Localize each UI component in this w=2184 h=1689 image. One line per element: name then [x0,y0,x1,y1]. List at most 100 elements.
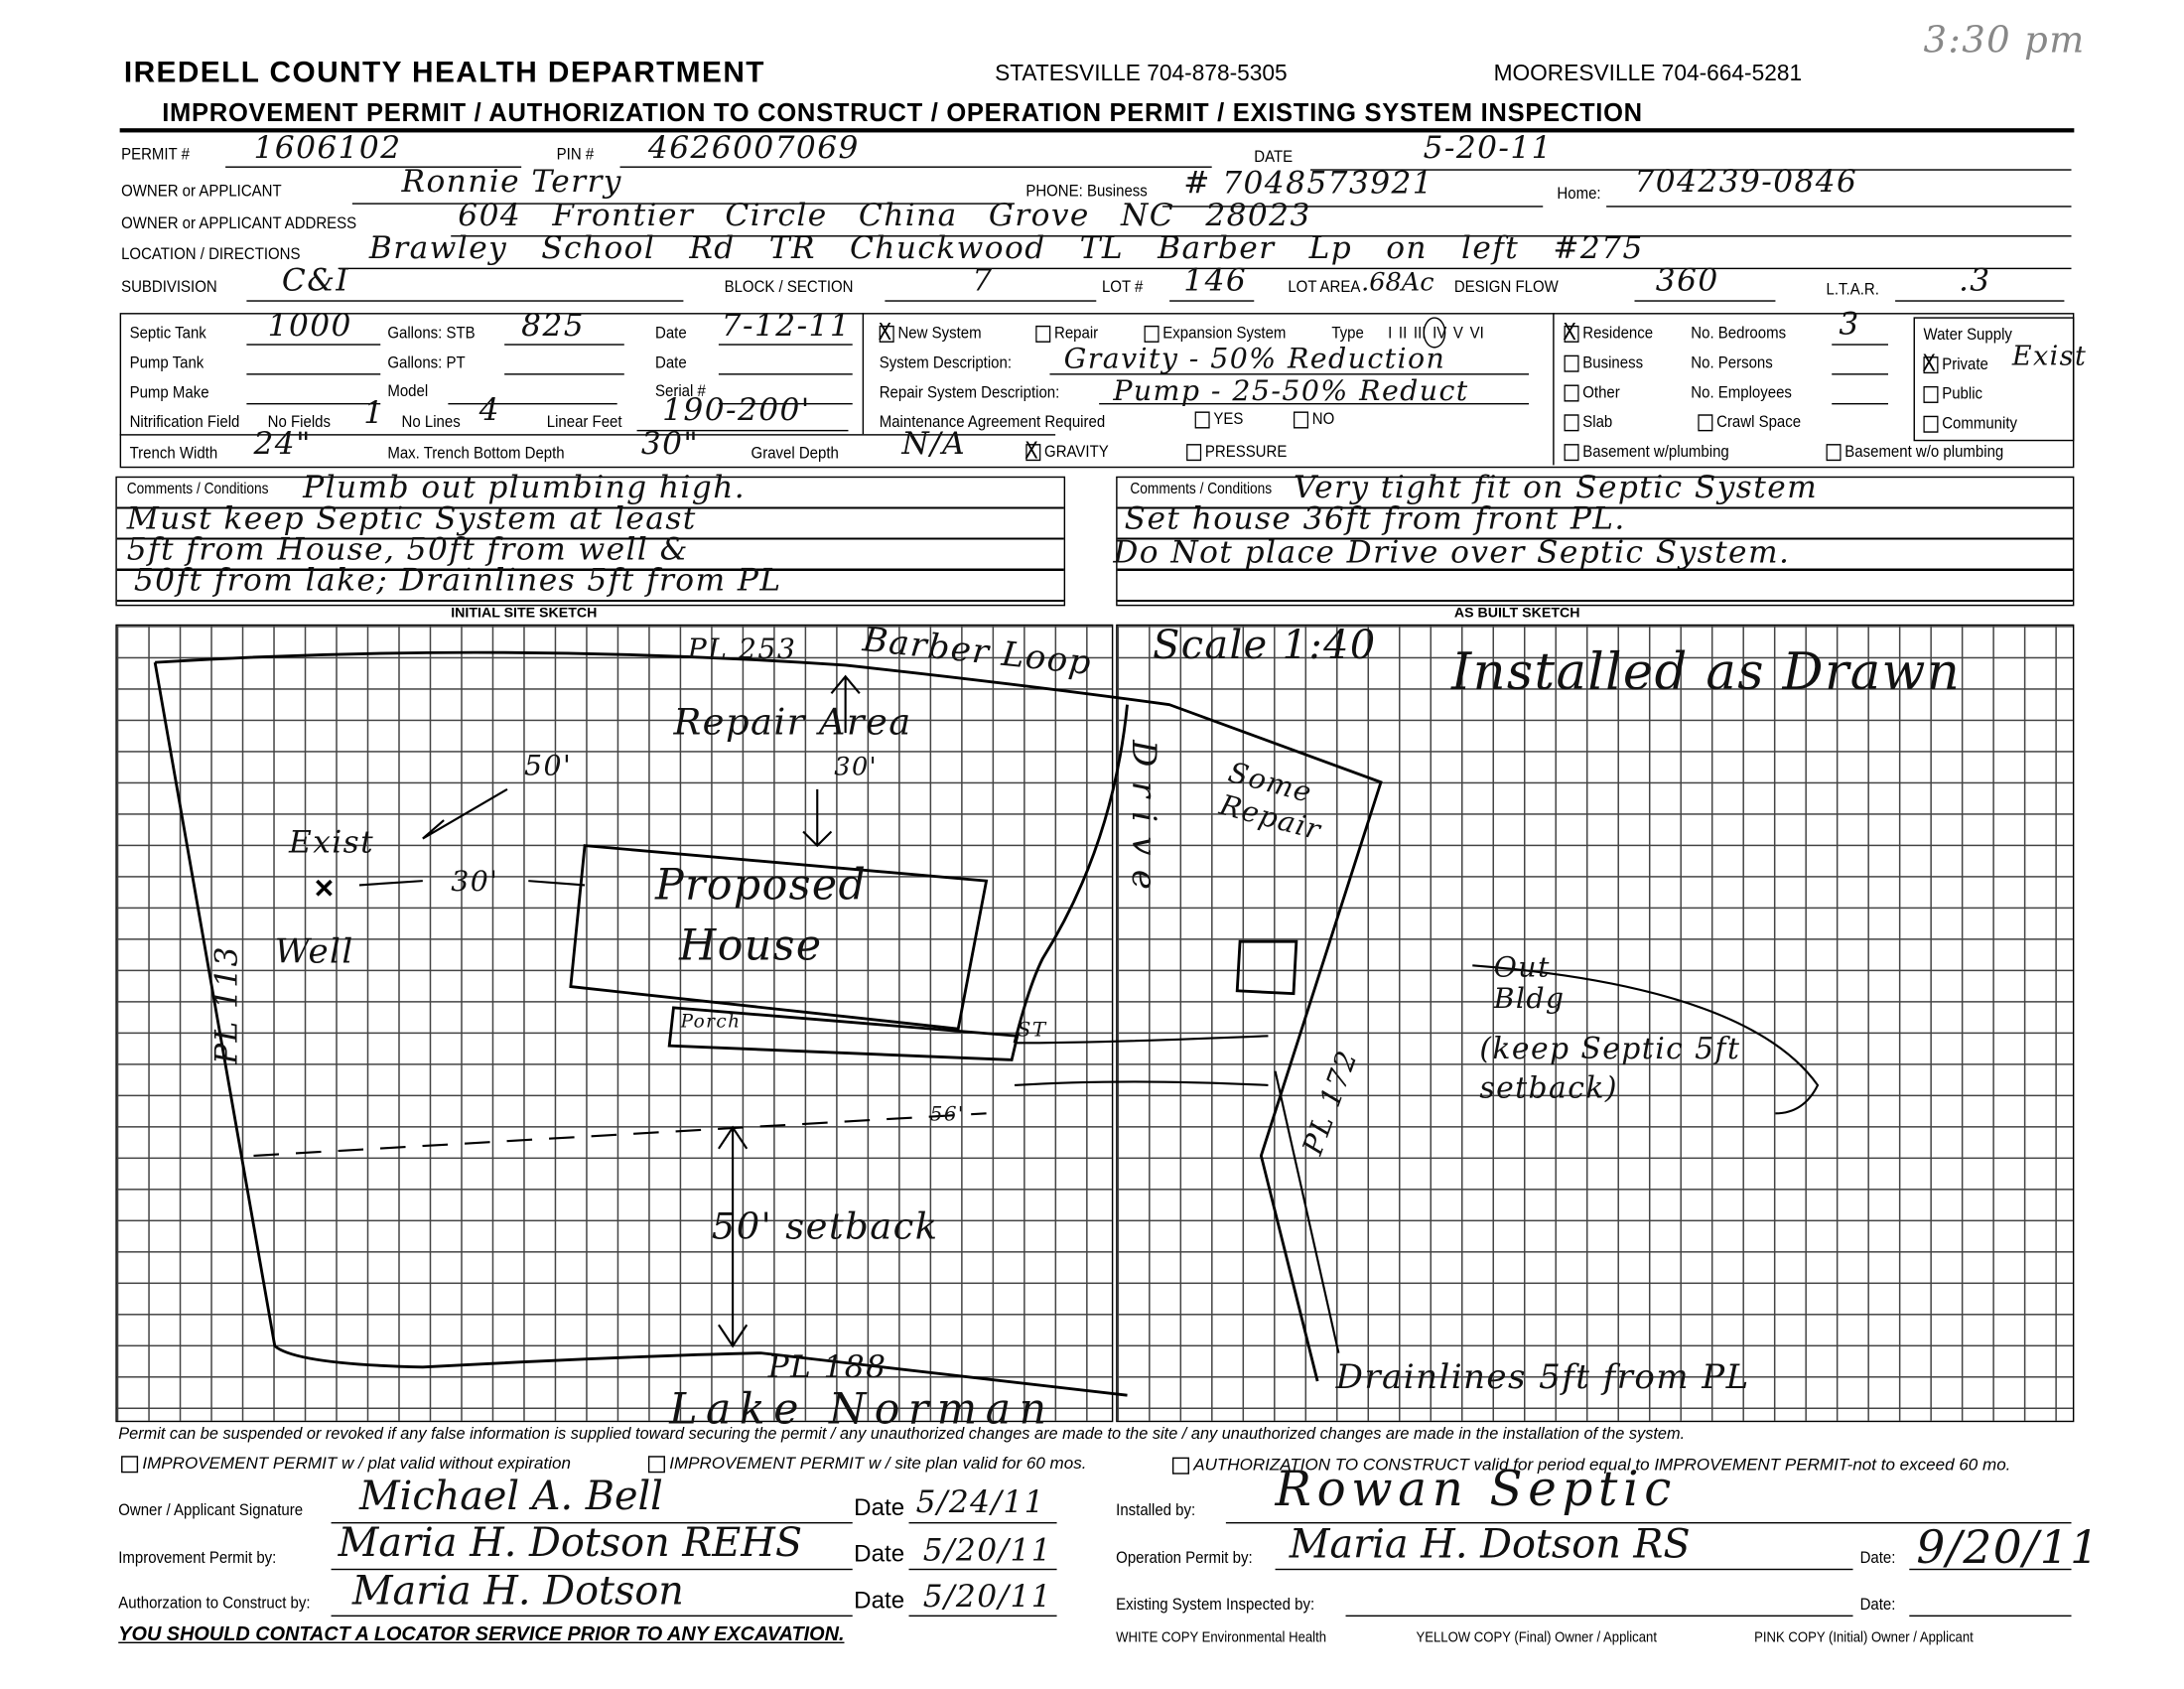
time-note: 3:30 pm [1923,19,2086,63]
phone-home[interactable]: 704239-0846 [1634,165,1858,201]
subdivision[interactable]: C&I [281,263,350,299]
public-checkbox[interactable]: Public [1923,383,1982,403]
business-checkbox[interactable]: Business [1564,352,1643,372]
gravel-depth[interactable]: N/A [901,427,967,463]
septic-tank-gallons[interactable]: 1000 [267,308,352,345]
ltar[interactable]: .3 [1958,263,1991,299]
stb-label: Gallons: STB [387,323,476,343]
phone-business[interactable]: # 7048573921 [1183,166,1434,202]
sketch-label: Porch [680,1012,742,1034]
checkbox[interactable] [1923,415,1939,433]
pin-number[interactable]: 4626007069 [647,131,860,167]
option-authorization-checkbox[interactable]: AUTHORIZATION TO CONSTRUCT valid for per… [1171,1455,2010,1475]
operation-permit-date[interactable]: 9/20/11 [1916,1520,2101,1575]
improvement-permit-signature[interactable]: Maria H. Dotson REHS [338,1519,803,1566]
trench-width[interactable]: 24" [253,427,312,463]
checkbox-checked[interactable] [1024,437,1041,464]
basement-w-label: Basement w/plumbing [1582,441,1729,462]
date-label: Date: [1859,1594,1896,1615]
checkbox[interactable] [1923,385,1939,403]
comments-right[interactable] [1116,476,2075,607]
bedrooms[interactable]: 3 [1839,307,1860,343]
owner-address[interactable]: 604 Frontier Circle China Grove NC 28023 [458,199,1311,234]
sketch-label: (keep Septic 5ft setback) [1479,1032,1741,1105]
system-description[interactable]: Gravity - 50% Reduction [1063,341,1446,375]
linear-feet[interactable]: 190-200' [662,393,811,429]
maintenance-label: Maintenance Agreement Required [879,411,1106,432]
phone-business-label: PHONE: Business [1025,180,1148,201]
checkbox-checked[interactable] [878,319,894,346]
crawl-space-checkbox[interactable]: Crawl Space [1698,411,1801,431]
owner-signature-label: Owner / Applicant Signature [118,1499,304,1520]
operation-permit-signature[interactable]: Maria H. Dotson RS [1289,1520,1691,1568]
gravity-label: GRAVITY [1044,441,1109,462]
lot-area[interactable]: .68Ac [1361,267,1434,298]
authorization-signature[interactable]: Maria H. Dotson [351,1567,684,1615]
owner-name[interactable]: Ronnie Terry [401,165,622,201]
location-label: LOCATION / DIRECTIONS [121,243,301,264]
other-label: Other [1582,381,1620,402]
pressure-checkbox[interactable]: PRESSURE [1186,441,1287,461]
checkbox-checked[interactable] [1922,350,1939,376]
slab-checkbox[interactable]: Slab [1564,411,1612,432]
other-checkbox[interactable]: Other [1564,381,1620,402]
maintenance-yes[interactable]: YES [1194,409,1243,429]
gravel-depth-label: Gravel Depth [751,442,839,463]
location-directions[interactable]: Brawley School Rd TR Chuckwood TL Barber… [368,230,1644,267]
comments-left[interactable] [115,476,1066,607]
checkbox[interactable] [647,1455,665,1474]
gravity-checkbox[interactable]: GRAVITY [1024,437,1109,464]
max-depth[interactable]: 30" [640,427,700,463]
checkbox[interactable] [1194,411,1210,429]
authorization-label: Authorzation to Construct by: [118,1592,311,1613]
private-checkbox[interactable]: Private [1922,350,1988,376]
checkbox[interactable] [1171,1457,1189,1475]
new-system-checkbox[interactable]: New System [878,319,981,346]
basement-with-plumbing-checkbox[interactable]: Basement w/plumbing [1564,441,1729,462]
expansion-checkbox[interactable]: Expansion System [1144,323,1286,343]
as-built-sketch-grid[interactable] [1116,624,2075,1423]
stb-gallons[interactable]: 825 [521,308,586,345]
pin-label: PIN # [556,143,595,164]
checkbox[interactable] [1826,443,1842,461]
block-section[interactable]: 7 [972,263,994,299]
checkbox[interactable] [1186,443,1202,461]
basement-without-plumbing-checkbox[interactable]: Basement w/o plumbing [1826,441,2003,461]
permit-number[interactable]: 1606102 [253,131,402,167]
installed-by[interactable]: Rowan Septic [1275,1461,1677,1518]
checkbox[interactable] [1564,443,1579,461]
authorization-date[interactable]: 5/20/11 [922,1580,1053,1616]
checkbox[interactable] [121,1455,139,1474]
owner-date[interactable]: 5/24/11 [915,1485,1045,1521]
option-plat-checkbox[interactable]: IMPROVEMENT PERMIT w / plat valid withou… [121,1453,571,1473]
repair-checkbox[interactable]: Repair [1035,323,1098,343]
initial-site-sketch-grid[interactable] [115,624,1114,1423]
sketch-label: Well [274,931,354,971]
checkbox[interactable] [1564,384,1579,402]
checkbox[interactable] [1294,411,1308,429]
checkbox-checked[interactable] [1563,319,1579,346]
checkbox[interactable] [1564,354,1579,372]
checkbox[interactable] [1698,414,1713,432]
design-flow[interactable]: 360 [1655,263,1719,299]
improvement-permit-label: Improvement Permit by: [118,1547,277,1568]
owner-signature[interactable]: Michael A. Bell [358,1473,663,1520]
permit-date[interactable]: 5-20-11 [1423,131,1553,167]
residence-checkbox[interactable]: Residence [1563,319,1653,346]
lot-number[interactable]: 146 [1183,263,1248,299]
no-fields[interactable]: 1 [363,395,385,432]
checkbox[interactable] [1144,325,1160,343]
tank-date[interactable]: 7-12-11 [721,308,852,345]
improvement-permit-date[interactable]: 5/20/11 [922,1533,1053,1569]
pressure-label: PRESSURE [1204,441,1288,462]
checkbox[interactable] [1035,325,1051,343]
option-site-plan-checkbox[interactable]: IMPROVEMENT PERMIT w / site plan valid f… [647,1453,1086,1474]
maintenance-no[interactable]: NO [1294,409,1334,429]
community-checkbox[interactable]: Community [1923,413,2017,433]
checkbox[interactable] [1564,414,1579,432]
no-lines[interactable]: 4 [478,393,500,429]
sketch-label: PL 188 [767,1349,887,1386]
address-label: OWNER or APPLICANT ADDRESS [121,212,357,233]
pump-tank-label: Pump Tank [129,352,205,372]
repair-description[interactable]: Pump - 25-50% Reduct [1113,373,1469,408]
